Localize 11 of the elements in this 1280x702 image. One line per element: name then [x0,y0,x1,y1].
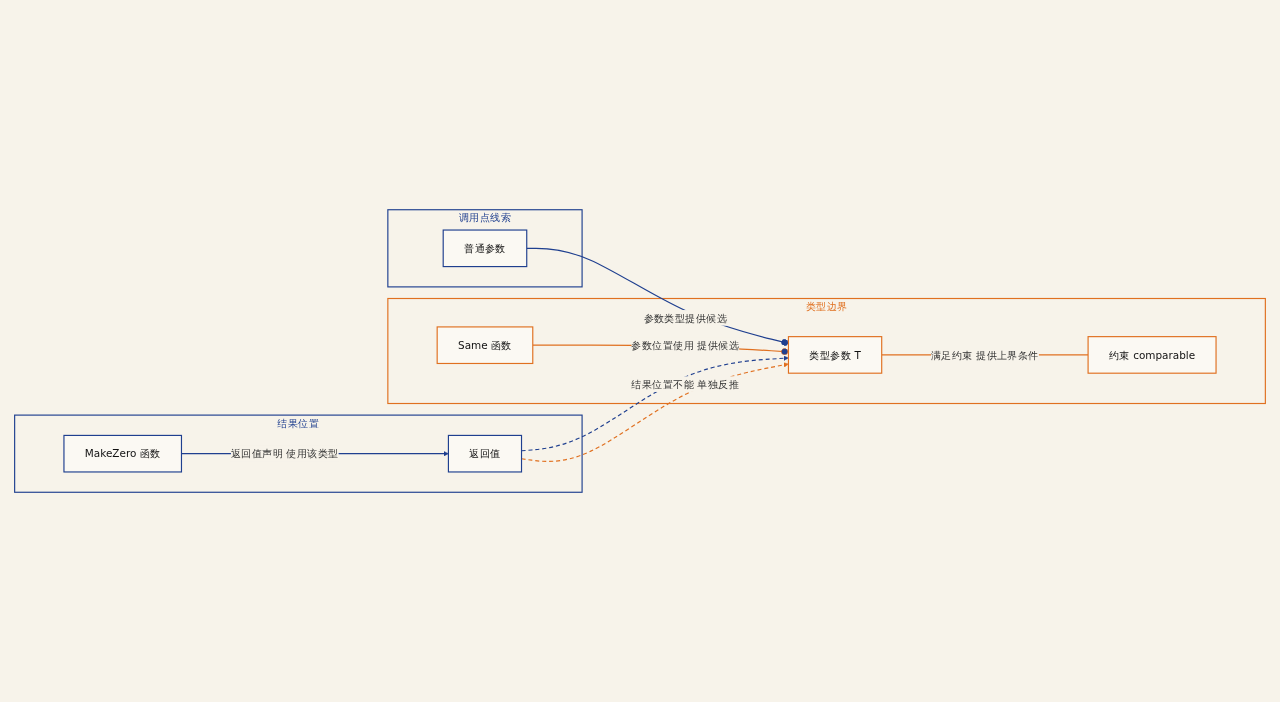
node-box: 返回值 [447,434,523,473]
node-box: 约束 comparable [1087,336,1217,374]
edge-label: 返回值声明 使用该类型 [230,447,339,460]
edge-label: 参数类型提供候选 [643,311,728,325]
edge-label: 结果位置不能 单独反推 [631,377,740,391]
node-box: 普通参数 [442,229,528,268]
node-box: Same 函数 [436,326,534,365]
edge-label: 满足约束 提供上界条件 [931,348,1039,362]
node-box: 类型参数 T [787,336,883,374]
edge-label: 参数位置使用 提供候选 [631,339,740,352]
node-box: MakeZero 函数 [63,434,183,473]
